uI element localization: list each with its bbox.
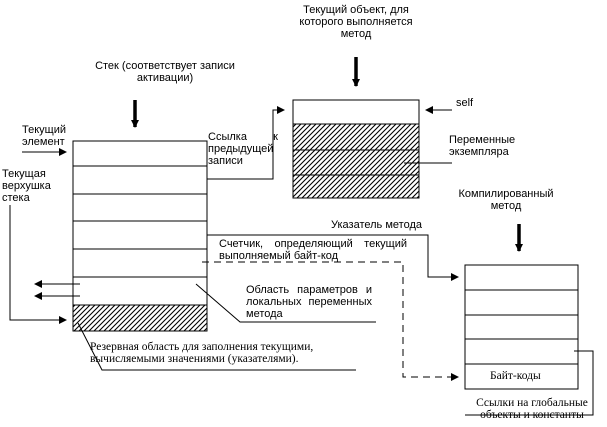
method-pointer-arrow (207, 234, 459, 281)
prev-record-link-arrow (207, 106, 285, 180)
instance-vars-label: Переменные экземпляра (449, 134, 516, 158)
method-pointer-label: Указатель метода (331, 219, 422, 231)
bytecode-counter-arrow (202, 261, 459, 381)
self-label: self (456, 97, 474, 109)
current-element-label: Текущий элемент (22, 124, 66, 148)
params-leader (195, 283, 376, 323)
instance-variables-block (292, 123, 420, 199)
reserve-leader (77, 322, 356, 371)
reserve-area-block (72, 304, 208, 332)
compiled-method-label: Компилированный метод (458, 188, 554, 212)
compiled-method-box (464, 264, 579, 390)
current-object-label: Текущий объект, для которого выполняется… (299, 4, 413, 40)
reserve-area-label: Резервная область для заполнения текущим… (90, 341, 314, 365)
global-refs-leader (465, 350, 594, 416)
prev-record-link-label: Ссылка к предыдущей записи (208, 131, 278, 167)
stack-top-label: Текущая верхушка стека (2, 168, 51, 204)
stack-label: Стек (соответствует записи активации) (95, 60, 235, 84)
params-area-label: Область параметров и локальных переменны… (246, 284, 372, 320)
global-refs-label: Ссылки на глобальные объекты и константы (476, 397, 588, 421)
stack-frame (72, 140, 208, 332)
bytecode-counter-label: Счетчик, определяющий текущий выполняемы… (219, 238, 407, 262)
stack-top-arrow (9, 205, 67, 324)
bytecodes-label: Байт-коды (490, 370, 541, 382)
